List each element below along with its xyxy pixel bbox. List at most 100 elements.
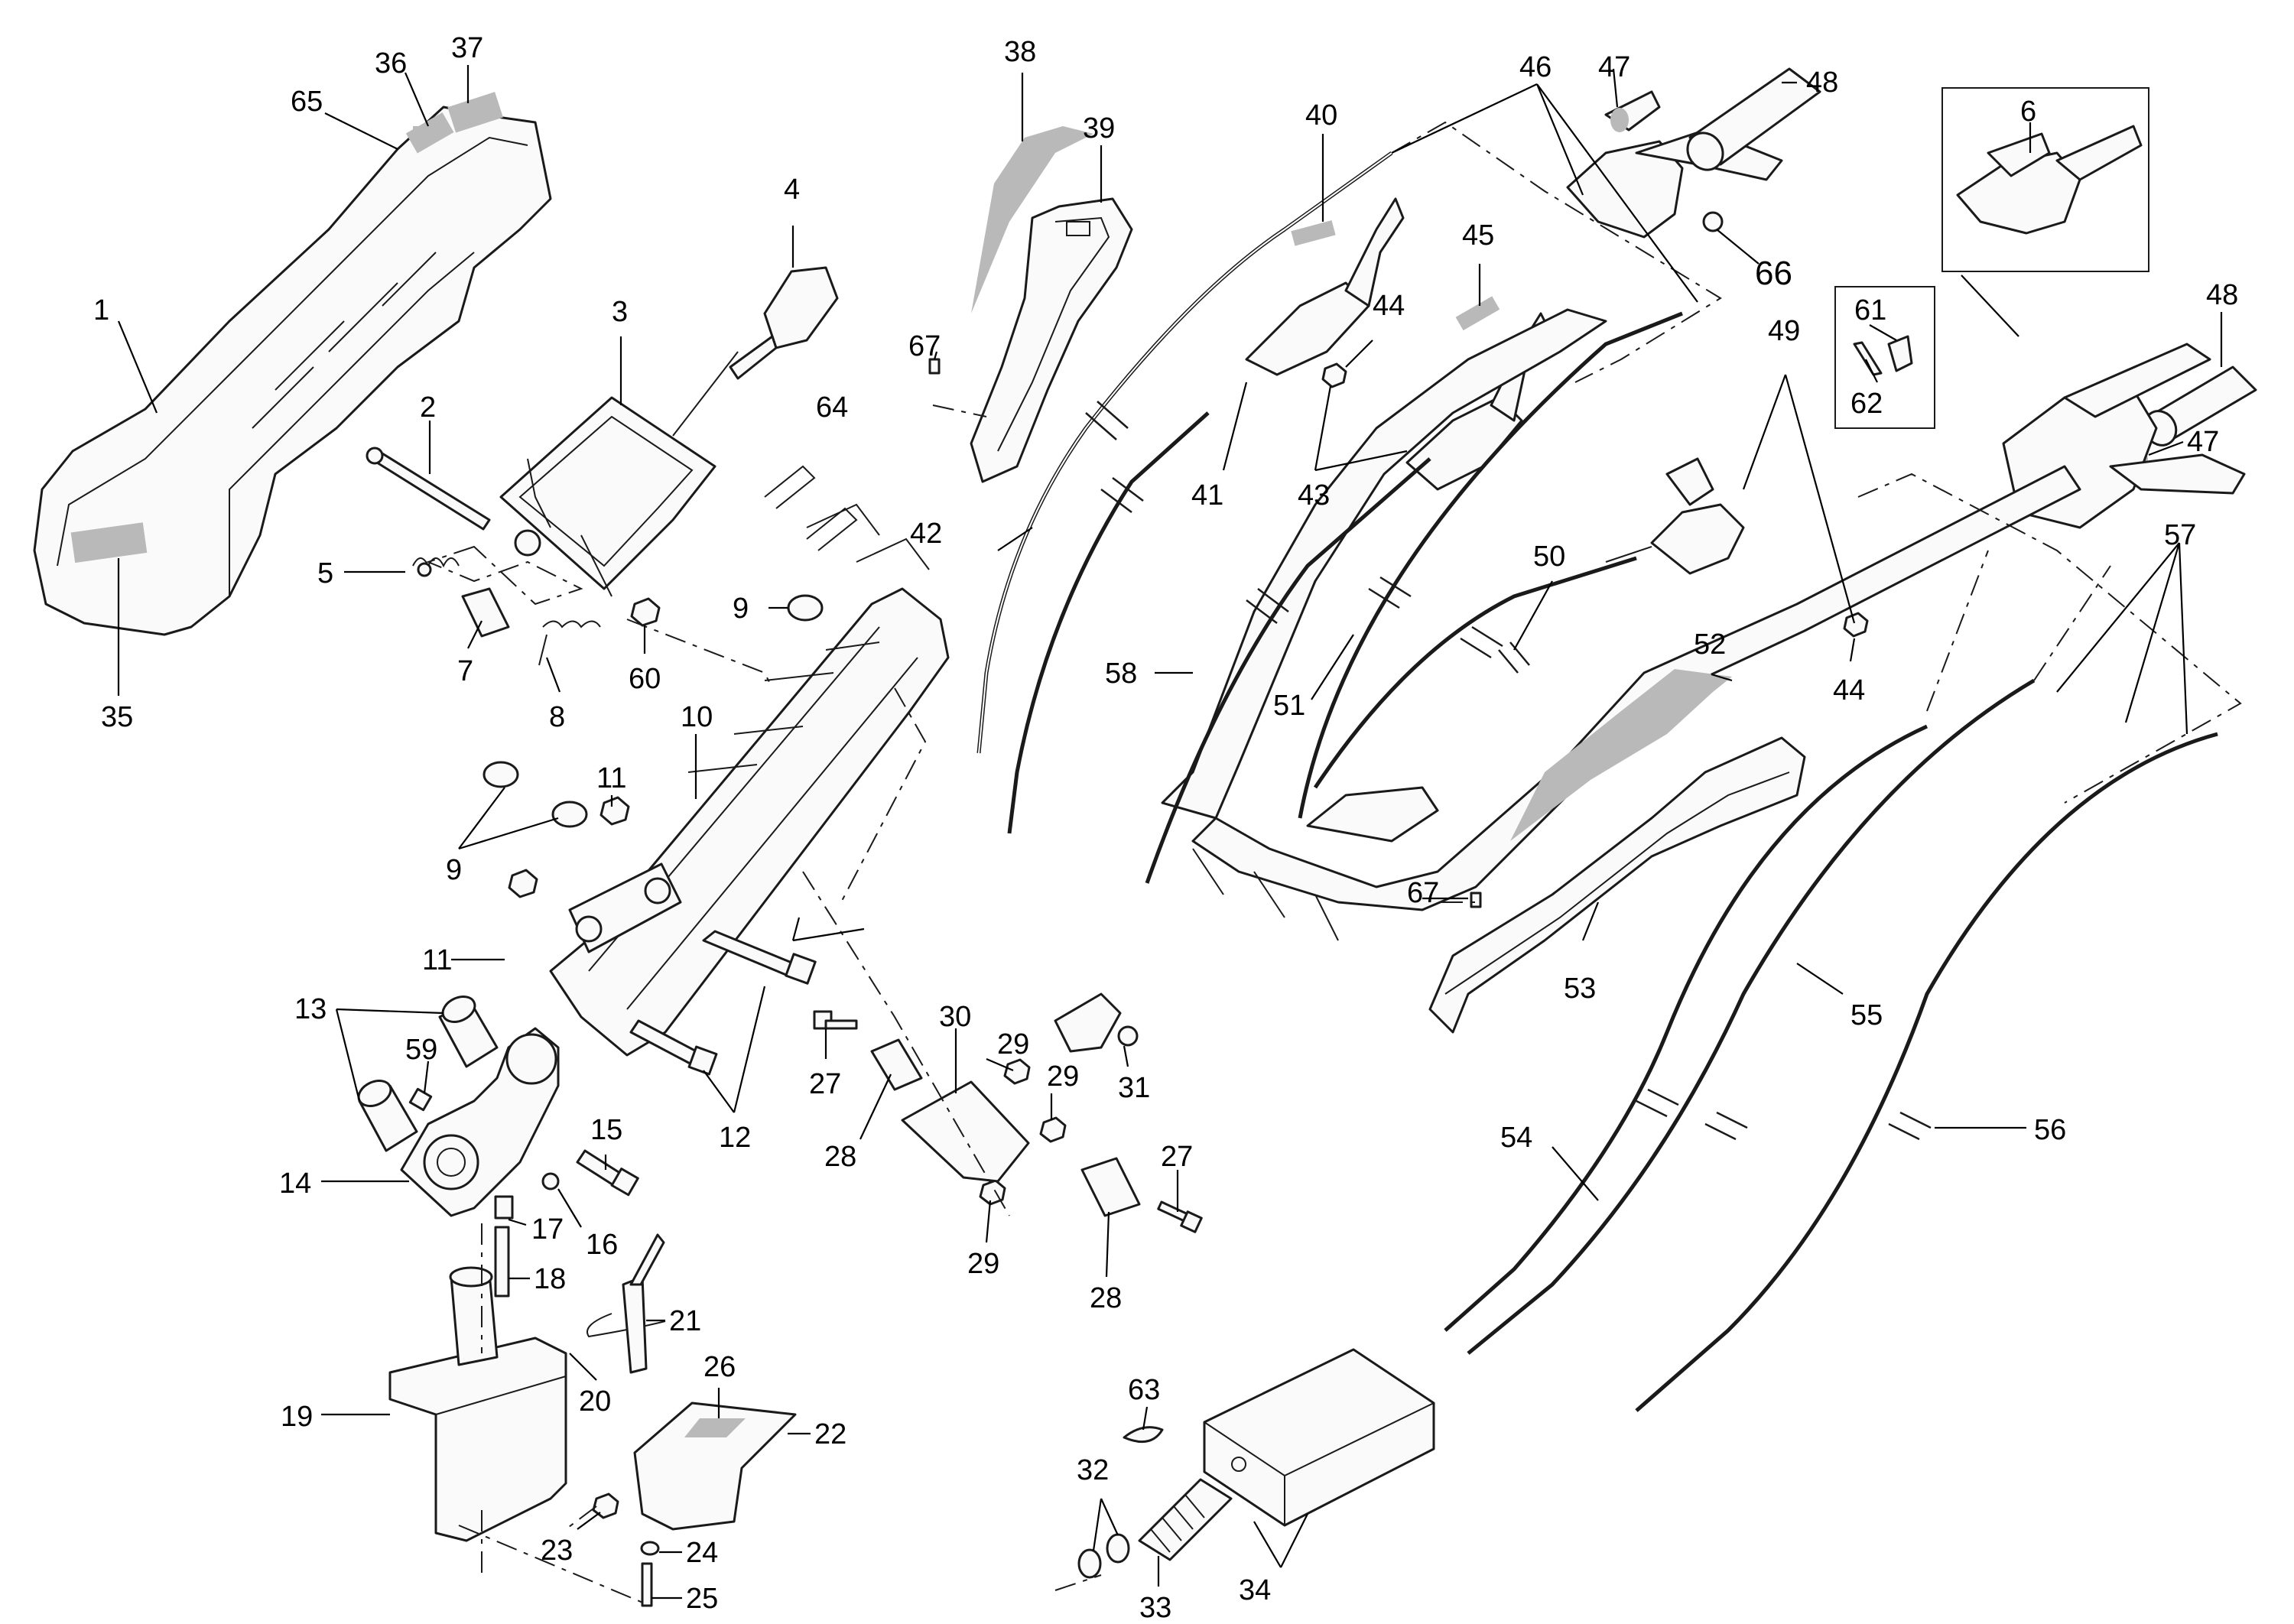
- cable-56: [1635, 732, 2218, 1412]
- label-34: 34: [1239, 1574, 1271, 1606]
- label-35: 35: [101, 701, 133, 733]
- label-29b: 29: [1047, 1060, 1079, 1093]
- label-52: 52: [1694, 628, 1726, 661]
- label-18: 18: [534, 1263, 566, 1295]
- cable-breaks: [1085, 401, 1932, 1141]
- label-58: 58: [1105, 658, 1137, 690]
- label-8: 8: [549, 701, 565, 733]
- part-49-throttle-control: [1605, 457, 1745, 575]
- part-53-lower-cover: [1428, 736, 1806, 1034]
- label-20: 20: [579, 1385, 611, 1418]
- part-6-handle-control-detail: [1941, 87, 2149, 272]
- cable-51: [1298, 311, 1683, 819]
- label-38: 38: [1004, 36, 1036, 68]
- part-18-pin: [494, 1226, 510, 1298]
- label-67b: 67: [1407, 877, 1439, 909]
- cable-41-inner: [1007, 411, 1210, 834]
- part-32-washer: [1077, 1533, 1130, 1579]
- label-9a: 9: [733, 593, 749, 625]
- part-33-spring: [1138, 1478, 1233, 1561]
- label-2: 2: [420, 391, 436, 424]
- cable-43-inner: [1145, 457, 1431, 884]
- label-24: 24: [686, 1537, 718, 1569]
- part-3-lever-frame: [499, 351, 739, 597]
- label-67a: 67: [908, 330, 941, 362]
- label-47b: 47: [2187, 426, 2219, 458]
- part-20-clip: [586, 1313, 666, 1338]
- part-19-base-bracket: [388, 1266, 567, 1542]
- part-15-bolt: [576, 1149, 639, 1197]
- label-4: 4: [784, 174, 800, 206]
- label-16: 16: [586, 1229, 618, 1261]
- part-60-nut: [630, 597, 661, 627]
- label-10: 10: [681, 701, 713, 733]
- label-44b: 44: [1833, 674, 1865, 706]
- part-30-bracket: [901, 1080, 1030, 1183]
- label-26: 26: [703, 1351, 736, 1383]
- part-14-pivot-housing: [400, 1027, 560, 1217]
- label-17: 17: [531, 1213, 564, 1246]
- part-13-bushing: [357, 996, 499, 1152]
- label-27a: 27: [809, 1068, 841, 1100]
- label-42: 42: [910, 518, 942, 550]
- label-28b: 28: [1090, 1282, 1122, 1314]
- label-12: 12: [719, 1122, 751, 1154]
- label-27b: 27: [1161, 1141, 1193, 1173]
- label-1: 1: [93, 294, 109, 326]
- label-49: 49: [1768, 315, 1800, 347]
- label-48b: 48: [2206, 279, 2238, 311]
- label-29a: 29: [997, 1028, 1029, 1060]
- label-46: 46: [1519, 51, 1552, 83]
- part-11-nut: [508, 796, 630, 898]
- part-17-set-screw: [494, 1195, 514, 1220]
- part-34-control-box: [1203, 1348, 1435, 1527]
- label-56: 56: [2034, 1114, 2066, 1146]
- part-63-clip: [1123, 1426, 1164, 1444]
- part-58-handlebar: [1161, 308, 2081, 941]
- part-7-sleeve: [461, 587, 510, 638]
- label-31: 31: [1118, 1072, 1150, 1104]
- label-50: 50: [1533, 541, 1565, 573]
- part-40-decal: [1291, 220, 1336, 246]
- part-48-grip: [1686, 67, 2257, 447]
- assembly-lines: [426, 121, 2242, 1606]
- label-43: 43: [1298, 479, 1330, 512]
- part-9-grommet: [483, 594, 824, 828]
- part-64-u-bolt: [764, 465, 930, 570]
- part-65-decal: [413, 126, 430, 137]
- cable-50: [1313, 556, 1637, 789]
- label-9b: 9: [446, 854, 462, 886]
- label-32: 32: [1077, 1454, 1109, 1486]
- part-22-plate: [633, 1402, 797, 1531]
- label-66: 66: [1755, 255, 1792, 292]
- label-55: 55: [1850, 999, 1883, 1031]
- part-number-labels: 1 2 3 4 5 6 7 8 9 9 10 11 11 12 13 14 15…: [93, 32, 2238, 1624]
- part-28-cable-clamp: [870, 1038, 1141, 1217]
- label-59: 59: [405, 1034, 437, 1066]
- part-39-handle-cover: [970, 197, 1133, 483]
- label-62: 62: [1850, 388, 1883, 420]
- label-57: 57: [2164, 519, 2196, 551]
- part-1-top-cover: [33, 92, 552, 636]
- part-4-knob: [729, 266, 839, 380]
- part-2-bolt: [366, 447, 491, 531]
- part-24-washer: [640, 1541, 660, 1556]
- cable-55: [1467, 678, 2036, 1355]
- part-12-bolt: [629, 930, 817, 1076]
- part-67-screw: [928, 358, 1482, 908]
- part-38-decal: [971, 126, 1093, 313]
- label-60: 60: [629, 663, 661, 695]
- label-14: 14: [279, 1168, 311, 1200]
- label-33: 33: [1139, 1592, 1171, 1624]
- part-27-bolt: [813, 1010, 1203, 1233]
- part-41-control-lever: [1245, 197, 1405, 376]
- part-10-bracket: [549, 587, 950, 1057]
- label-22: 22: [814, 1418, 846, 1450]
- label-54: 54: [1500, 1122, 1532, 1154]
- part-23-nut: [592, 1492, 619, 1519]
- label-61: 61: [1854, 294, 1886, 326]
- label-65: 65: [291, 86, 323, 118]
- label-64: 64: [816, 391, 848, 424]
- label-41: 41: [1191, 479, 1223, 512]
